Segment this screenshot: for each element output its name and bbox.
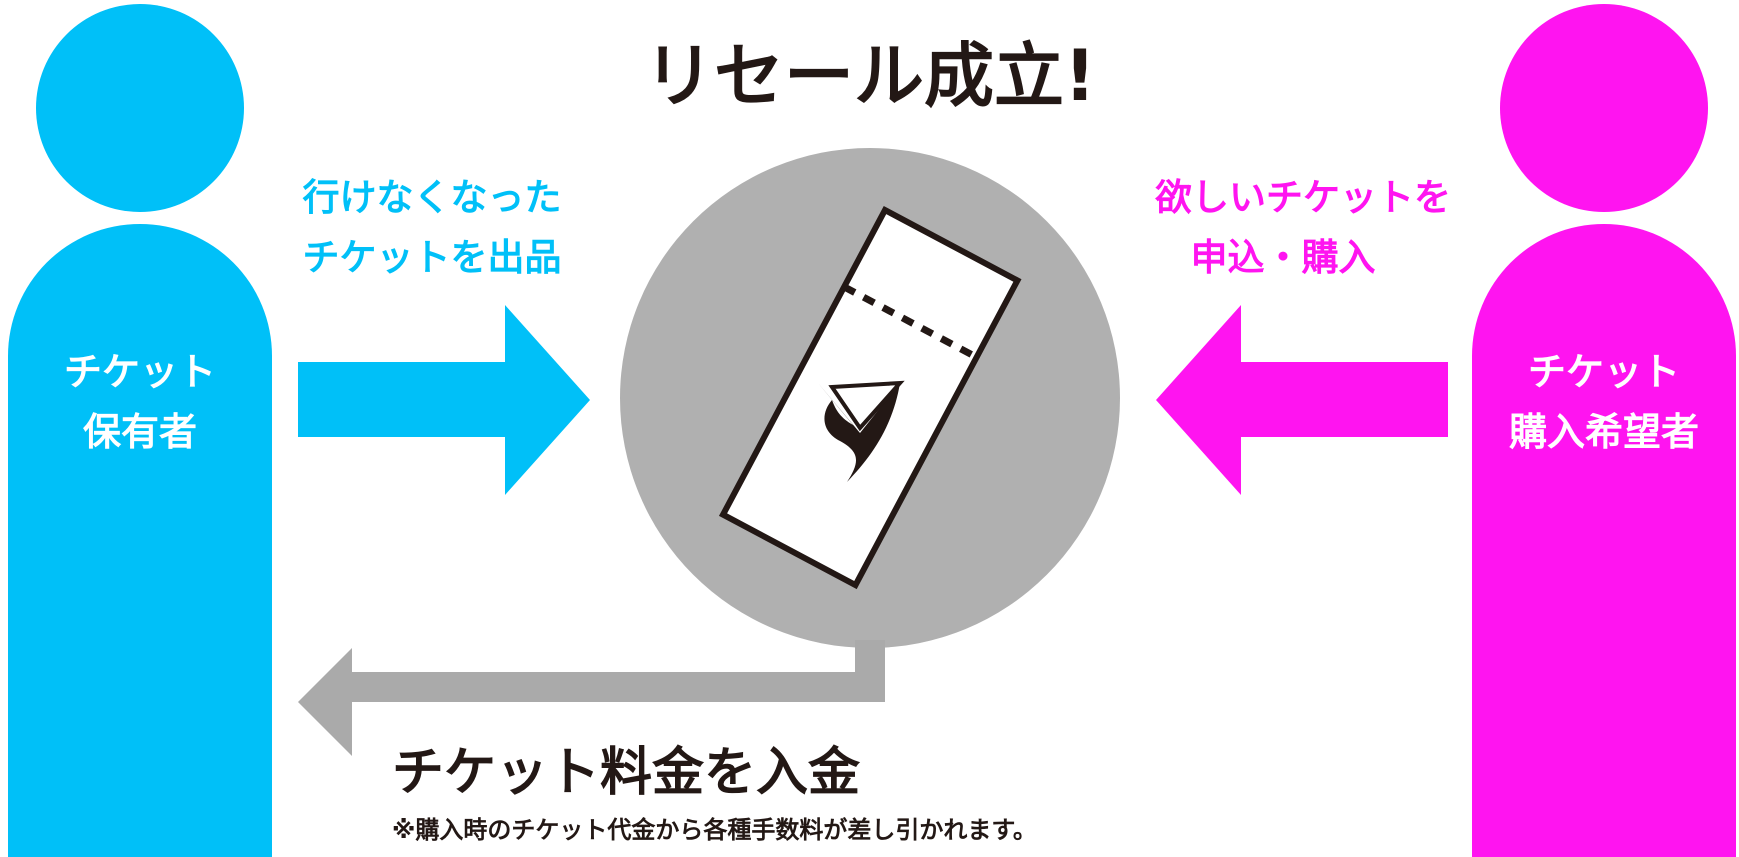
seller-label-line2: 保有者 bbox=[83, 410, 197, 454]
seller-body bbox=[8, 224, 272, 857]
buyer-head bbox=[1500, 4, 1708, 212]
buyer-figure: チケット 購入希望者 bbox=[1472, 4, 1736, 857]
brand-logo-icon bbox=[818, 380, 905, 482]
listing-arrow bbox=[298, 305, 590, 495]
seller-action-line2: チケットを出品 bbox=[303, 236, 562, 279]
payment-arrow bbox=[350, 640, 885, 702]
purchase-arrow bbox=[1156, 305, 1448, 495]
payment-label: チケット料金を入金 bbox=[392, 743, 861, 803]
payment-arrow-head bbox=[298, 648, 352, 756]
buyer-action-line2: 申込・購入 bbox=[1191, 236, 1376, 279]
buyer-label-line1: チケット bbox=[1528, 350, 1680, 394]
seller-label-line1: チケット bbox=[64, 350, 216, 394]
seller-head bbox=[36, 4, 244, 212]
diagram-title: リセール成立! bbox=[644, 35, 1096, 117]
seller-figure: チケット 保有者 bbox=[8, 4, 272, 857]
payment-note: ※購入時のチケット代金から各種手数料が差し引かれます。 bbox=[392, 816, 1037, 844]
buyer-body bbox=[1472, 224, 1736, 857]
buyer-label-line2: 購入希望者 bbox=[1509, 410, 1699, 454]
seller-action-line1: 行けなくなった bbox=[303, 176, 562, 219]
buyer-action-line1: 欲しいチケットを bbox=[1154, 176, 1451, 219]
